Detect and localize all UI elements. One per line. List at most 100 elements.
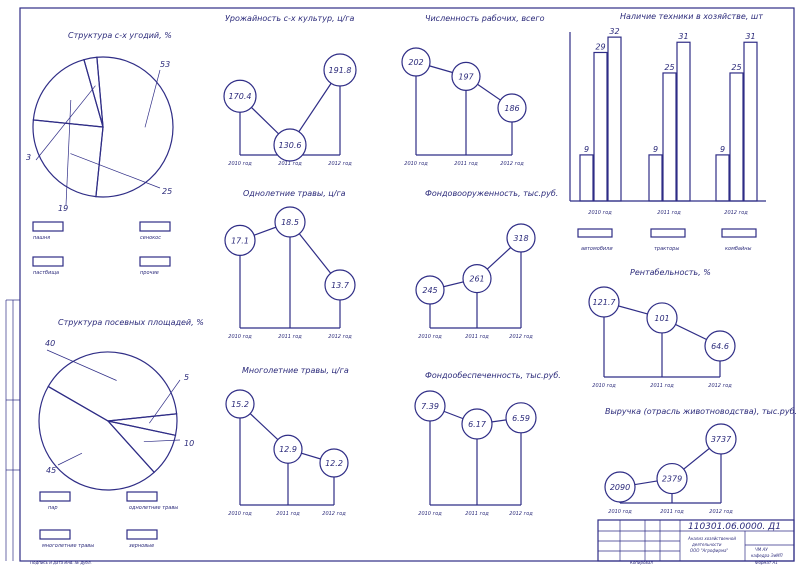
legend-swatch [39,491,71,502]
data-point [705,423,737,455]
chart-title: Фондовооруженность, тыс.руб. [425,189,558,198]
pie-slice [95,56,174,198]
data-label: 197 [458,72,474,81]
data-point [274,206,306,238]
legend-swatch [139,256,171,267]
data-point [505,402,537,434]
stamp-copied: Копировал [630,560,653,565]
slice-value-label: 40 [45,339,55,348]
legend-label: сенокос [140,235,161,241]
pie-slice [38,385,156,491]
slice-value-label: 19 [58,204,68,213]
bar [729,72,744,202]
legend-swatch [32,256,64,267]
title-block: 110301.06.0000. Д1 Анализ хозяйственной … [597,519,795,565]
x-tick-label: 2011 год [276,511,300,517]
data-point [415,275,445,305]
bar [607,36,622,202]
legend-label: прочие [140,270,159,276]
bar-value-label: 9 [584,145,589,154]
legend-label: пастбища [33,270,59,276]
slice-value-label: 5 [184,373,189,382]
x-tick-label: 2011 год [278,334,302,340]
x-tick-label: 2010 год [418,511,442,517]
data-label: 191.8 [329,66,352,75]
data-label: 13.7 [331,281,350,290]
stamp-format: Формат А1 [755,560,778,565]
legend-label: зерновые [129,543,154,549]
x-tick-label: 2012 год [328,161,352,167]
bar-value-label: 29 [595,42,605,51]
x-tick-label: 2011 год [657,210,681,216]
x-tick-label: 2010 год [588,210,612,216]
legend-label: пашня [33,235,50,241]
bar [662,72,677,202]
x-tick-label: 2011 год [465,511,489,517]
x-tick-label: 2012 год [500,161,524,167]
slice-value-label: 25 [162,187,172,196]
chart-revenue: Выручка (отрасль животноводства), тыс.ру… [604,407,797,515]
data-label: 18.5 [281,218,299,227]
legend-swatch [721,228,757,238]
bar-value-label: 9 [720,145,725,154]
chart-perennial-grass: Многолетние травы, ц/га15.212.912.22010 … [225,366,349,517]
x-tick-label: 2012 год [708,383,732,389]
data-point [224,224,256,256]
stamp-code: 110301.06.0000. Д1 [688,522,781,532]
data-point [273,434,303,464]
data-label: 170.4 [229,92,252,101]
x-tick-label: 2010 год [228,511,252,517]
data-label: 6.17 [468,420,487,429]
x-tick-label: 2011 год [650,383,674,389]
x-tick-label: 2010 год [228,161,252,167]
legend-swatch [39,529,71,540]
data-point [323,53,357,87]
x-tick-label: 2011 год [465,334,489,340]
x-tick-label: 2010 год [418,334,442,340]
data-label: 261 [469,275,484,284]
stamp-dept-line: кафедра ЭиМП [751,553,783,558]
data-point [704,330,736,362]
chart-title: Структура посевных площадей, % [58,318,204,327]
data-point [223,79,257,113]
x-tick-label: 2012 год [724,210,748,216]
data-label: 6.59 [512,414,530,423]
chart-capital-labor: Фондовооруженность, тыс.руб.245261318201… [415,189,558,340]
data-point [225,389,255,419]
data-label: 3737 [711,435,732,444]
pie-slice [47,351,178,422]
chart-title: Многолетние травы, ц/га [242,366,349,375]
bar-value-label: 25 [664,63,674,72]
bar [579,154,594,202]
data-label: 130.6 [279,141,302,150]
x-tick-label: 2012 год [709,509,733,515]
data-point [462,264,492,294]
slice-value-label: 45 [46,466,56,475]
bar-value-label: 31 [678,32,688,41]
data-label: 202 [408,58,423,67]
chart-title: Наличие техники в хозяйстве, шт [620,12,763,21]
bar [743,41,758,202]
leader-line [57,452,83,466]
data-label: 121.7 [593,298,617,307]
x-tick-label: 2010 год [608,509,632,515]
bar [648,154,663,202]
x-tick-label: 2012 год [328,334,352,340]
chart-title: Фондообеспеченность, тыс.руб. [425,371,561,380]
bar-value-label: 25 [731,63,741,72]
legend-swatch [577,228,613,238]
stamp-subject-line: деятельности [691,542,722,547]
stamp-bottom-left: Подпись и дата Инв. № дубл. [30,560,92,565]
data-label: 12.9 [279,445,297,454]
data-point [604,471,636,503]
bar [676,41,691,202]
chart-sown-area: Структура посевных площадей, %4051045пар… [38,318,204,549]
bar-value-label: 32 [609,27,619,36]
stamp-dept-line: ЧМ АУ [755,547,768,552]
sheet-frame [19,7,795,562]
data-point [461,408,493,440]
slice-value-label: 3 [26,153,31,162]
